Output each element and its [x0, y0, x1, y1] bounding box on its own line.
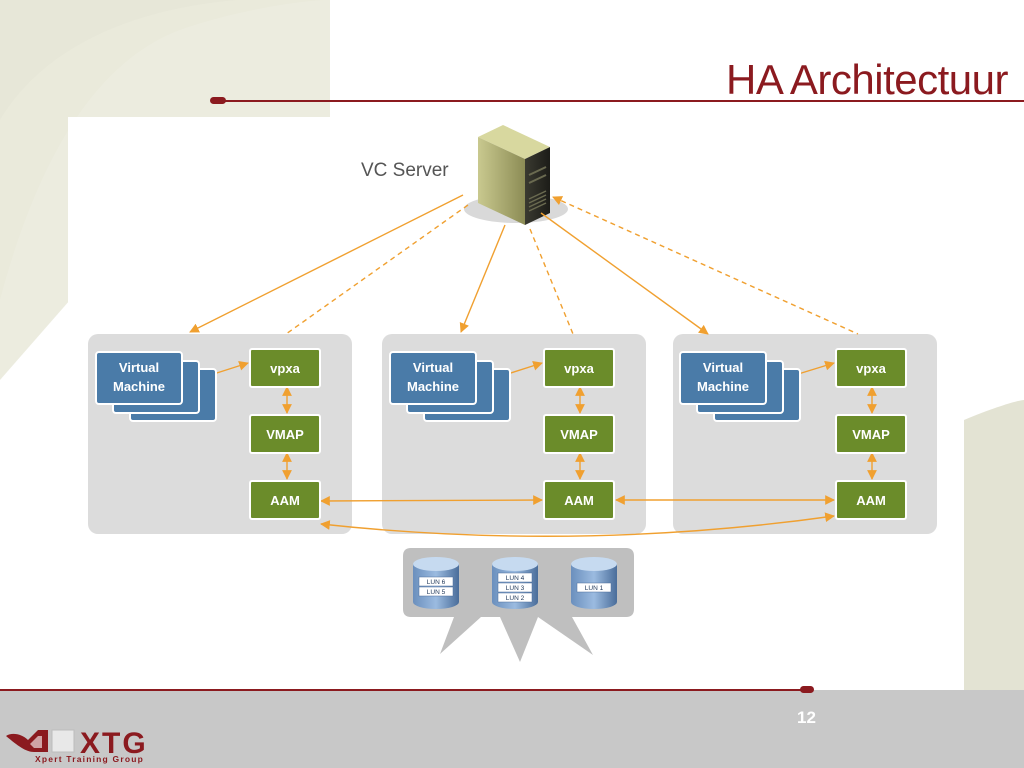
agent-vpxa: vpxa — [564, 361, 594, 376]
lun-label: LUN 3 — [506, 585, 525, 592]
title-underline-endcap — [210, 97, 226, 104]
vc-server-label: VC Server — [361, 160, 449, 181]
disk-2: LUN 4 LUN 3 LUN 2 — [492, 557, 538, 609]
disk-1: LUN 6 LUN 5 — [413, 557, 459, 609]
vm-label-line2: Machine — [697, 379, 749, 394]
lun-label: LUN 6 — [427, 579, 446, 586]
lun-label: LUN 4 — [506, 575, 525, 582]
vm-label-line2: Machine — [113, 379, 165, 394]
agent-vpxa: vpxa — [856, 361, 886, 376]
agent-aam: AAM — [564, 493, 594, 508]
agent-vpxa: vpxa — [270, 361, 300, 376]
disk-3: LUN 1 — [571, 557, 617, 609]
host-3-virtual-machines: Virtual Machine — [679, 351, 801, 422]
server-connectors — [189, 194, 859, 335]
vm-label-line1: Virtual — [413, 360, 453, 375]
agent-aam: AAM — [270, 493, 300, 508]
diagram-svg: Virtual Machine vpxa VMAP AAM Virtual Ma… — [88, 125, 937, 662]
architecture-diagram: Virtual Machine vpxa VMAP AAM Virtual Ma… — [68, 117, 964, 670]
host-2-virtual-machines: Virtual Machine — [389, 351, 511, 422]
host-1-agents: vpxa VMAP AAM — [249, 348, 321, 520]
vm-label-line2: Machine — [407, 379, 459, 394]
host-3-agents: vpxa VMAP AAM — [835, 348, 907, 520]
slide-title: HA Architectuur — [726, 56, 1008, 103]
lun-label: LUN 5 — [427, 589, 446, 596]
brand-name: XTG — [80, 727, 148, 760]
brand-tagline: Xpert Training Group — [35, 754, 145, 764]
agent-vmap: VMAP — [266, 427, 304, 442]
footer-rule-endcap — [800, 686, 814, 693]
agent-aam: AAM — [856, 493, 886, 508]
page-number: 12 — [797, 708, 816, 727]
agent-vmap: VMAP — [852, 427, 890, 442]
title-underline — [214, 100, 1024, 102]
vm-label-line1: Virtual — [119, 360, 159, 375]
host-2-agents: vpxa VMAP AAM — [543, 348, 615, 520]
vm-label-line1: Virtual — [703, 360, 743, 375]
agent-links — [197, 360, 877, 537]
agent-vmap: VMAP — [560, 427, 598, 442]
footer-rule — [0, 689, 808, 691]
vc-server-icon — [464, 125, 568, 225]
lun-label: LUN 1 — [585, 585, 604, 592]
lun-label: LUN 2 — [506, 595, 525, 602]
xtg-logo: XTG — [6, 727, 148, 760]
host-1-virtual-machines: Virtual Machine — [95, 351, 217, 422]
footer-band — [0, 690, 1024, 768]
